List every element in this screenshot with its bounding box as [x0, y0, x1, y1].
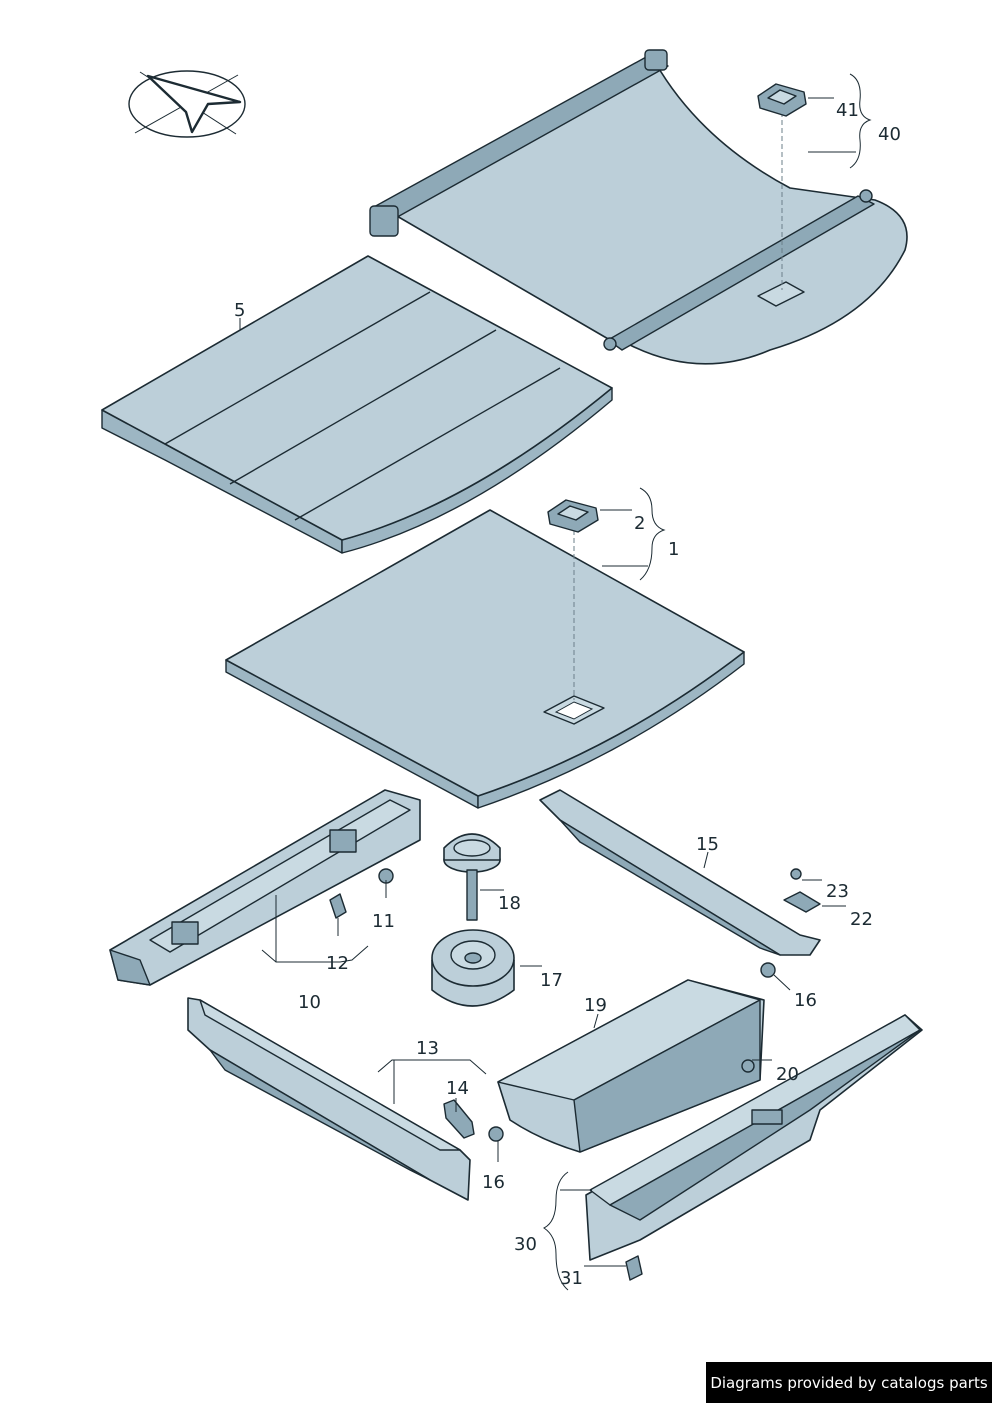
callout-41: 41: [836, 100, 859, 121]
rear-trim-panel: [585, 1014, 923, 1261]
callout-14: 14: [446, 1078, 469, 1099]
side-trim-left: [109, 789, 421, 986]
luggage-cover: [369, 49, 908, 365]
bracket-part-14: [443, 1099, 475, 1139]
callout-15: 15: [696, 834, 719, 855]
spacer-part-17: [431, 929, 515, 1007]
callout-23: 23: [826, 881, 849, 902]
callout-5: 5: [234, 300, 245, 321]
screw-part-20: [741, 1059, 755, 1073]
footer-credit: Diagrams provided by catalogs parts: [706, 1362, 992, 1403]
bolt-wing-nut: [443, 833, 501, 921]
callout-12: 12: [326, 953, 349, 974]
floor-panel-folding: [101, 255, 613, 554]
stowage-tray: [497, 979, 765, 1153]
callout-1: 1: [668, 539, 679, 560]
side-trim-lower: [187, 997, 471, 1201]
callout-17: 17: [540, 970, 563, 991]
callout-31: 31: [560, 1268, 583, 1289]
floor-covering: [225, 509, 745, 809]
bracket-part-22: [783, 868, 821, 913]
cover-grip: [757, 83, 807, 117]
callout-labels: 41 40 5 2 1 15 23 22 18 11 12 10 17 16 1…: [234, 100, 901, 1289]
callout-40: 40: [878, 124, 901, 145]
leader-lines: [239, 73, 872, 1291]
callout-10: 10: [298, 992, 321, 1013]
side-trim-right: [539, 789, 821, 956]
callout-16-lower: 16: [482, 1172, 505, 1193]
floor-grip: [547, 499, 599, 533]
callout-19: 19: [584, 995, 607, 1016]
direction-arrow-icon: [128, 70, 246, 138]
callout-13: 13: [416, 1038, 439, 1059]
callout-20: 20: [776, 1064, 799, 1085]
callout-16-upper: 16: [794, 990, 817, 1011]
callout-11: 11: [372, 911, 395, 932]
callout-2: 2: [634, 513, 645, 534]
callout-18: 18: [498, 893, 521, 914]
clip-part-31: [625, 1255, 643, 1281]
clip-part-16: [488, 962, 776, 1142]
clip-part-11: [329, 868, 394, 919]
callout-22: 22: [850, 909, 873, 930]
callout-30: 30: [514, 1234, 537, 1255]
